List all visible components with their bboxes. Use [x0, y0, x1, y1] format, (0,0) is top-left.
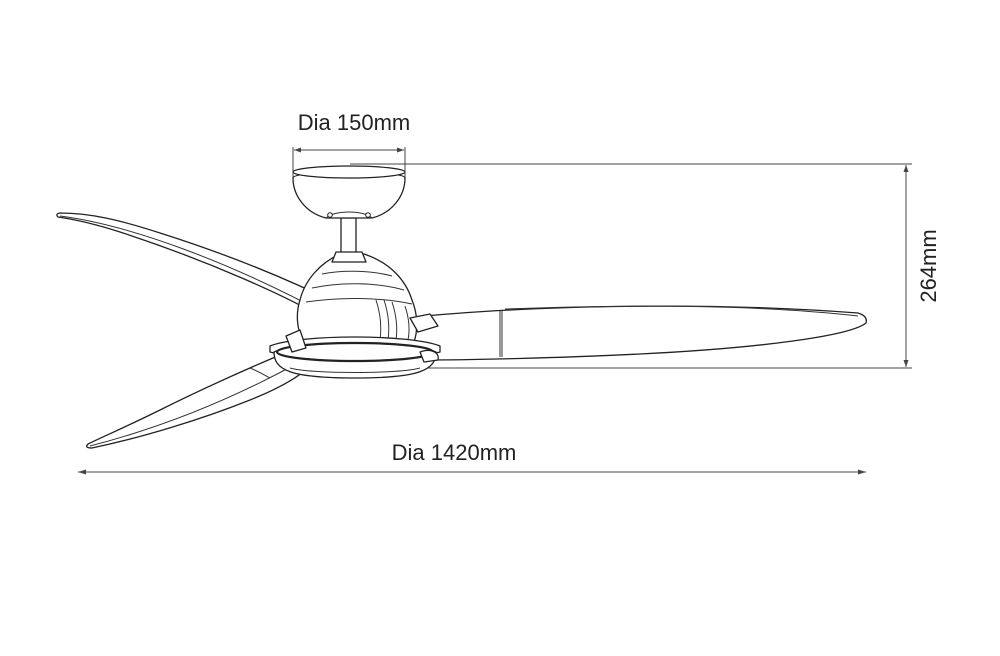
blade-irons: [285, 313, 439, 363]
height-label: 264mm: [916, 229, 941, 302]
fan-diameter-dimension: Dia 1420mm: [78, 440, 866, 475]
right-blade: [404, 305, 867, 361]
canopy-diameter-dimension: Dia 150mm: [292, 110, 410, 178]
motor-housing: [296, 253, 418, 343]
fan-diameter-label: Dia 1420mm: [392, 440, 517, 465]
canopy: [292, 165, 406, 219]
canopy-diameter-label: Dia 150mm: [298, 110, 410, 135]
bottom-left-blade: [86, 354, 311, 449]
height-dimension: 264mm: [350, 163, 941, 369]
fan-drawing: [56, 165, 867, 449]
light-kit: [269, 336, 441, 379]
downrod: [331, 217, 367, 263]
